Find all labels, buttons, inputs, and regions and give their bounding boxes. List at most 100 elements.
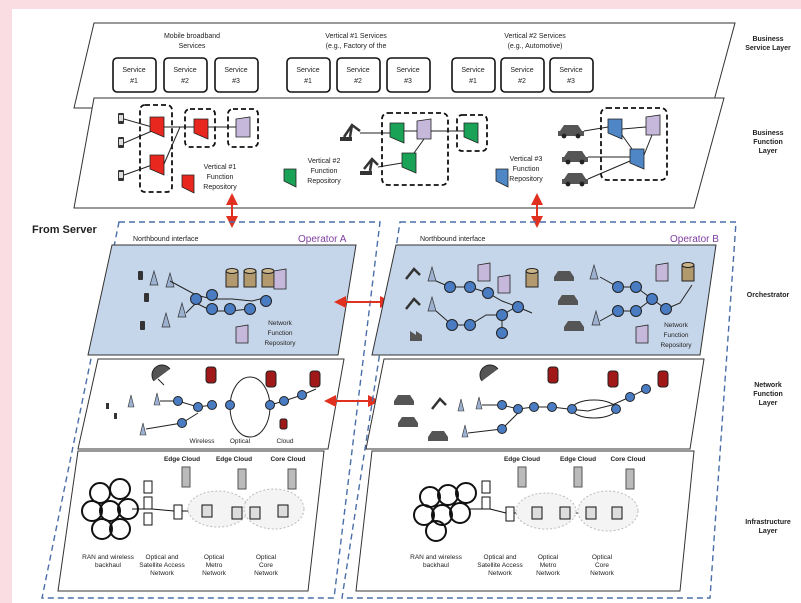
vertical-3-function-icon bbox=[607, 118, 623, 140]
operator-a-access-line3: Network bbox=[150, 570, 175, 577]
phone-icon bbox=[114, 413, 117, 419]
service-box: Service #3 bbox=[214, 57, 259, 93]
vertical-3-repository-label-line1: Vertical #3 bbox=[510, 156, 543, 163]
operator-b-nf-repo-line2: Function bbox=[664, 332, 689, 339]
antenna-icon bbox=[591, 309, 601, 326]
operator-a-metro-line2: Metro bbox=[206, 562, 223, 569]
operator-b-edge-cloud-1: Edge Cloud bbox=[504, 456, 540, 463]
cell-site-ring bbox=[413, 504, 435, 526]
service-box: Service #3 bbox=[386, 57, 431, 93]
optical-switch-icon bbox=[585, 506, 597, 520]
service-group-3-title-line2: (e.g., Automotive) bbox=[508, 43, 563, 50]
antenna-icon bbox=[153, 392, 161, 406]
vertical-1-repository-icon bbox=[181, 174, 195, 194]
server-rack-icon bbox=[237, 468, 247, 490]
service-group-2-title-line1: Vertical #1 Services bbox=[325, 33, 387, 40]
antenna-icon bbox=[427, 295, 437, 312]
network-node bbox=[444, 281, 456, 293]
service-label: Service bbox=[559, 67, 582, 74]
operator-b-core-line2: Core bbox=[595, 562, 609, 569]
operator-a-northbound-label: Northbound interface bbox=[133, 236, 198, 243]
satellite-dish-icon bbox=[479, 364, 499, 382]
network-node bbox=[630, 305, 642, 317]
layer-label-orchestrator: Orchestrator bbox=[747, 292, 790, 299]
network-node bbox=[496, 327, 508, 339]
network-node bbox=[224, 303, 236, 315]
phone-icon bbox=[144, 293, 149, 302]
car-icon bbox=[562, 151, 588, 165]
service-label: Service bbox=[396, 67, 419, 74]
car-icon bbox=[558, 295, 578, 305]
network-function-icon bbox=[497, 274, 511, 294]
vertical-1-repository-label-line3: Repository bbox=[203, 184, 237, 191]
network-node bbox=[464, 319, 476, 331]
cell-site-ring bbox=[91, 518, 113, 540]
operator-b-access-line2: Satellite Access bbox=[477, 562, 523, 569]
vertical-2-repository-icon bbox=[283, 168, 297, 188]
operator-a-label-cloud: Cloud bbox=[277, 438, 294, 445]
phone-icon bbox=[118, 137, 124, 148]
service-number: #1 bbox=[469, 78, 477, 85]
vertical-3-repository-label-line2: Function bbox=[513, 166, 540, 173]
operator-a-access-line1: Optical and bbox=[146, 554, 179, 561]
operator-a-core-line3: Network bbox=[254, 570, 279, 577]
vertical-2-function-icon bbox=[389, 122, 405, 144]
vertical-1-function-icon bbox=[149, 116, 165, 138]
network-node bbox=[625, 392, 635, 402]
diagram-canvas: Mobile broadband Services Service #1 Ser… bbox=[12, 9, 801, 603]
operator-a-core-line1: Optical bbox=[256, 554, 277, 561]
cell-site-ring bbox=[99, 500, 121, 522]
repository-cylinder-icon bbox=[243, 268, 257, 288]
vertical-1-function-icon bbox=[149, 154, 165, 176]
optical-switch-icon bbox=[249, 506, 261, 520]
antenna-icon bbox=[177, 301, 187, 318]
antenna-icon bbox=[589, 263, 599, 280]
car-icon bbox=[564, 321, 584, 331]
network-node bbox=[297, 390, 307, 400]
operator-a-network-function-graph bbox=[106, 364, 321, 438]
operator-b-infra-bottom-labels: RAN and wireless backhaul Optical and Sa… bbox=[410, 554, 615, 577]
operator-a-name: Operator A bbox=[298, 234, 347, 245]
operator-a-ran-line2: backhaul bbox=[95, 562, 122, 569]
factory-icon bbox=[410, 331, 422, 341]
operator-b-core-line1: Optical bbox=[592, 554, 613, 561]
operator-a-label-wireless: Wireless bbox=[190, 438, 216, 445]
operator-a-nf-repo-line3: Repository bbox=[264, 340, 296, 347]
service-label: Service bbox=[173, 67, 196, 74]
operator-a-orchestrator-plane bbox=[87, 244, 357, 356]
service-group-2-title-line2: (e.g., Factory of the bbox=[326, 43, 387, 50]
service-box: Service #2 bbox=[500, 57, 545, 93]
operator-b-access-line3: Network bbox=[488, 570, 513, 577]
network-node bbox=[612, 281, 624, 293]
vertical-3-repository-label-line3: Repository bbox=[509, 176, 543, 183]
network-node bbox=[446, 319, 458, 331]
vertical-3-function-chain: Vertical #3 Function Repository bbox=[495, 107, 668, 188]
vertical-1-function-chain: Vertical #1 Function Repository bbox=[118, 104, 259, 194]
car-icon bbox=[562, 173, 588, 187]
network-node bbox=[646, 293, 658, 305]
vertical-2-repository-label-line1: Vertical #2 bbox=[308, 158, 341, 165]
phone-icon bbox=[106, 403, 109, 409]
operator-b-infrastructure-graph bbox=[413, 466, 639, 542]
vertical-3-repository-icon bbox=[495, 168, 509, 188]
operator-b-network-function-graph bbox=[394, 364, 669, 441]
repository-cylinder-icon bbox=[525, 268, 539, 288]
network-node bbox=[206, 289, 218, 301]
network-node bbox=[206, 303, 218, 315]
service-box: Service #2 bbox=[336, 57, 381, 93]
operator-a-ran-line1: RAN and wireless bbox=[82, 554, 134, 561]
service-label: Service bbox=[224, 67, 247, 74]
vertical-1-repository-label-line2: Function bbox=[207, 174, 234, 181]
phone-icon bbox=[118, 170, 124, 181]
operator-b-nf-repo-line3: Repository bbox=[660, 342, 692, 349]
network-node bbox=[193, 402, 203, 412]
service-group-3: Vertical #2 Services (e.g., Automotive) … bbox=[451, 33, 594, 93]
operator-b-edge-cloud-2: Edge Cloud bbox=[560, 456, 596, 463]
metro-cloud-shape bbox=[515, 492, 577, 530]
network-node bbox=[641, 384, 651, 394]
antenna-icon bbox=[161, 311, 171, 328]
operator-a: Northbound interface Operator A Networ bbox=[41, 221, 381, 599]
operator-a-core-cloud: Core Cloud bbox=[270, 456, 305, 463]
network-node bbox=[567, 404, 577, 414]
